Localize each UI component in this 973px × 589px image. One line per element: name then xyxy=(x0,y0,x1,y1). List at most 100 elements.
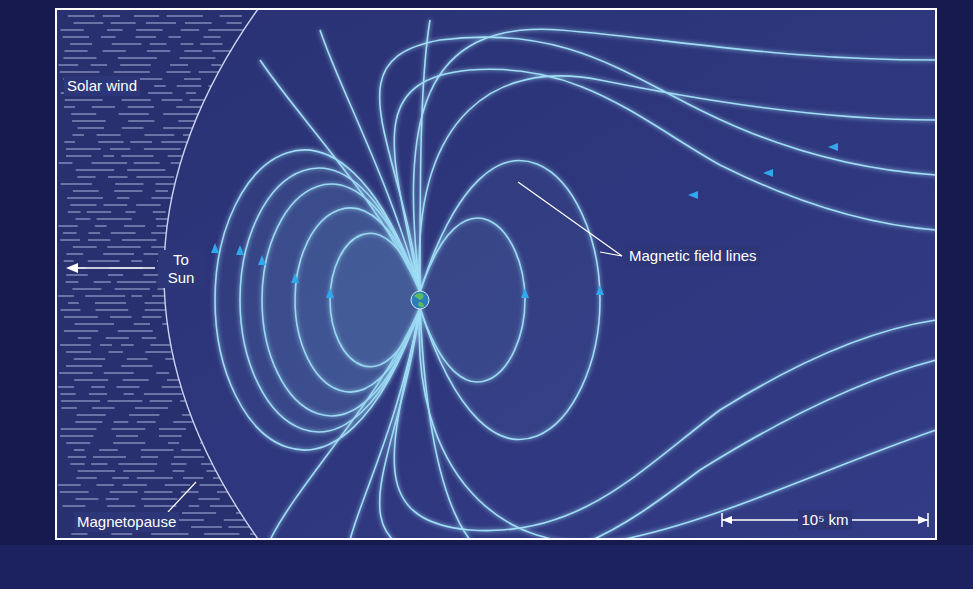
wind-dash xyxy=(58,225,77,226)
wind-dash xyxy=(198,498,219,499)
wind-dash xyxy=(168,155,195,156)
wind-dash xyxy=(127,358,148,359)
wind-dash xyxy=(58,484,81,485)
wind-dash xyxy=(117,197,130,198)
wind-dash xyxy=(95,309,128,310)
wind-dash xyxy=(199,379,214,380)
wind-dash xyxy=(66,253,83,254)
wind-dash xyxy=(60,29,83,30)
wind-dash xyxy=(103,155,114,156)
wind-dash xyxy=(108,274,123,275)
wind-dash xyxy=(61,183,92,184)
direction-label: To Sun xyxy=(158,250,204,288)
wind-dash xyxy=(239,85,258,86)
wind-dash xyxy=(217,414,228,415)
wind-dash xyxy=(130,141,152,142)
wind-dash xyxy=(184,50,202,51)
field-arrows xyxy=(211,143,838,298)
wind-dash xyxy=(110,316,132,317)
wind-dash xyxy=(107,29,123,30)
wind-dash xyxy=(114,71,150,72)
wind-dash xyxy=(196,295,210,296)
wind-dash xyxy=(147,50,171,51)
wind-dash xyxy=(85,295,125,296)
wind-dash xyxy=(213,477,233,478)
sun-arrow xyxy=(74,267,155,269)
wind-dash xyxy=(74,379,108,380)
wind-dash xyxy=(156,372,169,373)
wind-dash xyxy=(124,393,134,394)
wind-dash xyxy=(150,400,173,401)
field-arrow xyxy=(291,273,299,283)
wind-dash xyxy=(201,141,233,142)
wind-dash xyxy=(135,407,168,408)
wind-dash xyxy=(211,64,221,65)
wind-dash xyxy=(204,533,239,534)
wind-dash xyxy=(208,29,248,30)
wind-dash xyxy=(218,148,243,149)
wind-dash xyxy=(234,99,246,100)
wind-dash xyxy=(141,449,174,450)
wind-dash xyxy=(61,428,97,429)
wind-dash xyxy=(128,106,154,107)
wind-dash xyxy=(66,281,79,282)
wind-dash xyxy=(134,162,160,163)
wind-dash xyxy=(70,43,92,44)
wind-dash xyxy=(122,99,151,100)
wind-dash xyxy=(78,470,115,471)
wind-dash xyxy=(179,372,213,373)
wind-dash xyxy=(243,155,260,156)
wind-dash xyxy=(116,435,138,436)
wind-dash xyxy=(98,141,123,142)
wind-dash xyxy=(106,498,119,499)
wind-dash xyxy=(76,498,99,499)
field-sheet xyxy=(215,150,420,450)
wind-dash xyxy=(167,15,203,16)
earth-land xyxy=(414,293,424,307)
wind-dash xyxy=(122,239,157,240)
wind-dash xyxy=(248,442,262,443)
field-arrow xyxy=(211,243,219,253)
wind-dash xyxy=(97,134,121,135)
wind-dash xyxy=(228,526,265,527)
wind-dash xyxy=(70,204,96,205)
wind-dash xyxy=(76,477,96,478)
wind-dash xyxy=(188,407,219,408)
wind-dash xyxy=(192,183,219,184)
wind-dash xyxy=(74,22,104,23)
wind-dash xyxy=(173,421,204,422)
wind-dash xyxy=(222,134,238,135)
wind-dash xyxy=(182,197,199,198)
wind-dash xyxy=(186,92,196,93)
wind-dash xyxy=(154,85,166,86)
wind-dash xyxy=(75,218,90,219)
wind-dash xyxy=(111,428,145,429)
scale-arrowhead xyxy=(722,516,732,524)
wind-dash xyxy=(212,127,235,128)
wind-dash xyxy=(88,260,120,261)
wind-dash xyxy=(228,120,251,121)
wind-dash xyxy=(171,463,186,464)
wind-dash xyxy=(110,491,138,492)
wind-dash xyxy=(156,225,194,226)
wind-dash xyxy=(58,386,74,387)
wind-dash xyxy=(155,183,175,184)
wind-dash xyxy=(100,344,112,345)
wind-dash xyxy=(65,99,103,100)
wind-dash xyxy=(123,379,149,380)
wind-dash xyxy=(95,302,126,303)
wind-dash xyxy=(142,316,161,317)
wind-dash xyxy=(203,36,220,37)
earth xyxy=(411,291,429,309)
wind-dash xyxy=(131,260,142,261)
wind-dash xyxy=(170,64,188,65)
wind-dash xyxy=(195,428,230,429)
wind-dash xyxy=(222,78,237,79)
wind-dash xyxy=(220,15,242,16)
wind-dash xyxy=(60,344,91,345)
wind-dash xyxy=(178,120,207,121)
wind-dash xyxy=(171,239,196,240)
wind-dash xyxy=(155,190,168,191)
wind-dash xyxy=(117,386,140,387)
wind-dash xyxy=(129,414,159,415)
